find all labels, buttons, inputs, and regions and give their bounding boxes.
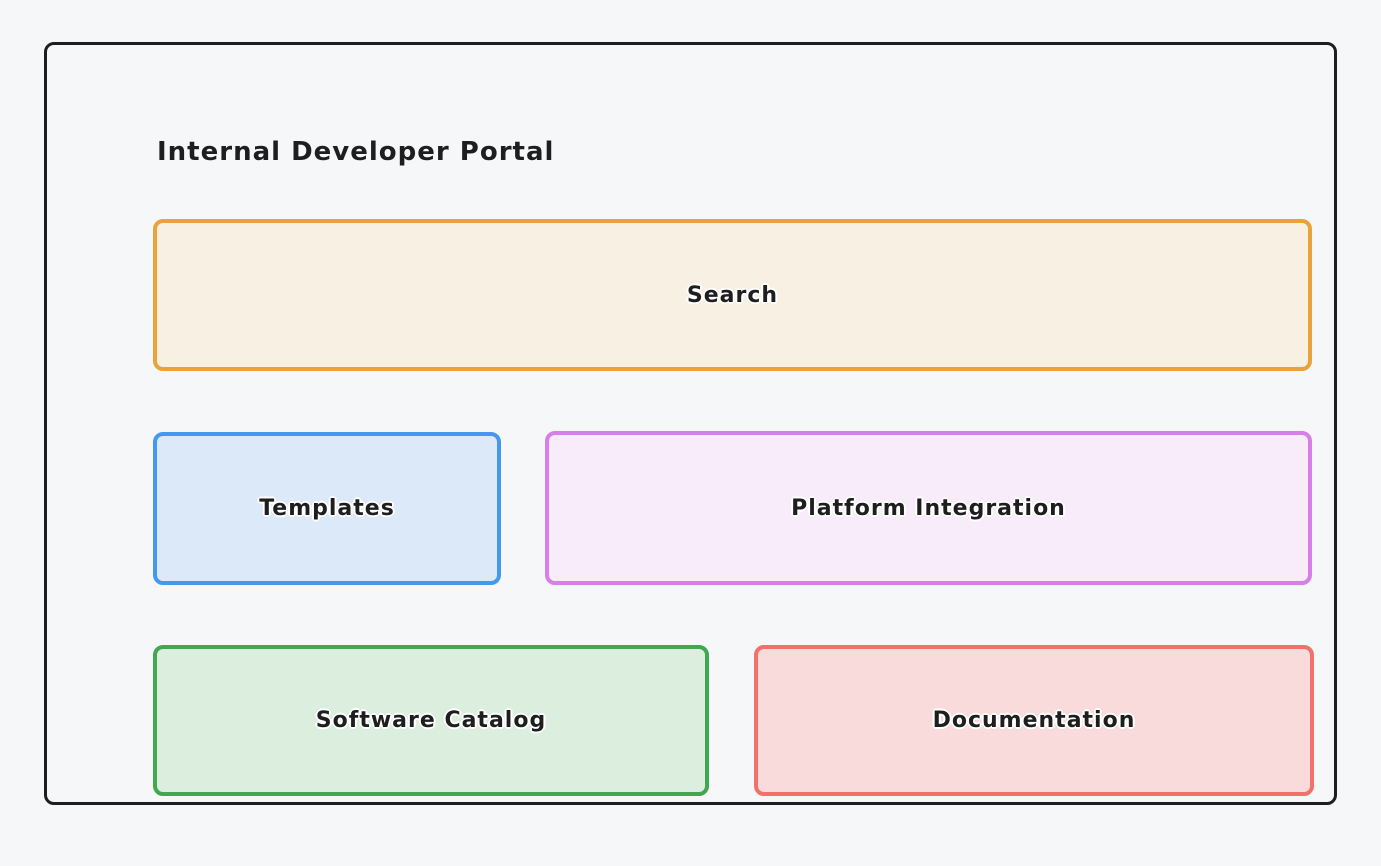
node-software-catalog: Software Catalog [153, 645, 709, 796]
node-templates-label: Templates [259, 496, 395, 521]
node-search: Search [153, 219, 1312, 371]
node-search-label: Search [686, 282, 779, 308]
node-platform-integration: Platform Integration [545, 431, 1312, 585]
portal-frame: Internal Developer Portal Search Templat… [44, 42, 1337, 805]
node-software-catalog-label: Software Catalog [315, 708, 547, 733]
node-documentation-label: Documentation [932, 708, 1136, 733]
node-templates: Templates [153, 432, 501, 585]
node-platform-integration-label: Platform Integration [791, 495, 1066, 521]
diagram-title: Internal Developer Portal [157, 137, 555, 167]
node-documentation: Documentation [754, 645, 1314, 796]
